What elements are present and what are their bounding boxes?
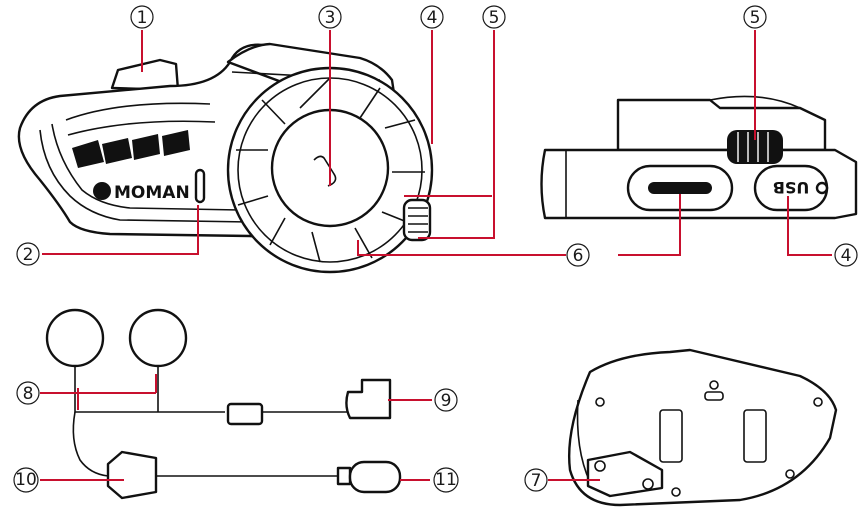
callout-numbers: 1 2 3 4 5 6 5 4 8 9 10 11 7 [13,5,858,493]
svg-text:3: 3 [325,8,336,28]
callout-4-top-view: 4 [834,243,858,267]
callout-4: 4 [420,5,444,29]
svg-text:10: 10 [15,470,37,490]
callout-10: 10 [13,467,39,493]
svg-text:4: 4 [427,8,438,28]
callout-5: 5 [482,5,506,29]
svg-text:11: 11 [435,470,457,490]
usb-port-label: USB [773,178,810,197]
microphone-plug [348,460,402,494]
main-device: MOMAN [17,42,434,274]
callout-6: 6 [566,243,590,267]
svg-text:7: 7 [531,471,542,491]
callout-1: 1 [130,5,154,29]
device-back-view [567,348,838,507]
svg-text:2: 2 [23,245,34,265]
svg-text:5: 5 [489,8,500,28]
device-top-view: USB [540,95,858,220]
leader-lines [40,30,832,481]
callout-7: 7 [524,468,548,492]
callout-11: 11 [433,467,459,493]
logo-icon [93,182,111,200]
phone-icon [313,155,337,187]
speaker-left [45,308,105,368]
callout-5-top-view: 5 [743,5,767,29]
callout-3: 3 [318,5,342,29]
svg-text:6: 6 [573,246,584,266]
callout-8: 8 [16,381,40,405]
callout-2: 2 [16,242,40,266]
callout-9: 9 [434,388,458,412]
svg-text:4: 4 [841,246,852,266]
audio-kit [45,308,402,500]
svg-text:5: 5 [750,8,761,28]
speaker-right [128,308,188,368]
svg-text:9: 9 [441,391,452,411]
brand-logo: MOMAN [114,183,190,203]
svg-text:8: 8 [23,384,34,404]
svg-text:1: 1 [137,8,148,28]
